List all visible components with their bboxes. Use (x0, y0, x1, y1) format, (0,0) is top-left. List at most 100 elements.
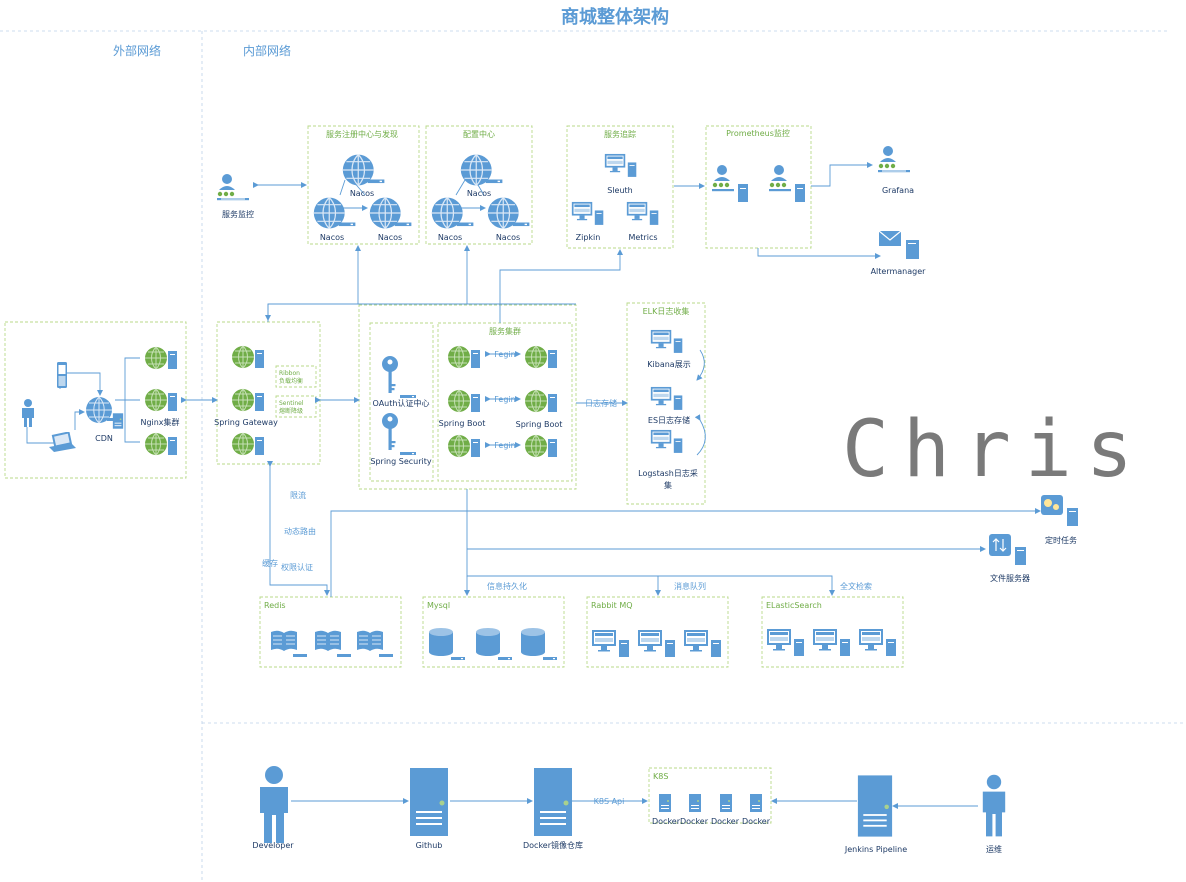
elasticsearch-title: ELasticSearch (766, 601, 822, 610)
cluster-title: 服务集群 (489, 326, 521, 336)
edge-rate-limit: 限流 (290, 490, 306, 500)
laptop-icon (49, 432, 76, 452)
rabbitmq-node-icon-3 (684, 630, 721, 657)
docker-label-2: Docker (680, 817, 709, 826)
ribbon-subtitle: 负载均衡 (279, 377, 303, 385)
es-node-icon-1 (767, 629, 804, 656)
file-server-icon (988, 533, 1027, 566)
watermark-text: Chris (842, 405, 1147, 495)
cdn-server-icon (112, 413, 124, 429)
edge-k8s-api: K8S Api (594, 797, 625, 806)
gateway-node-icon-2 (231, 388, 265, 412)
mysql-node-icon-1 (429, 628, 465, 660)
security-key-icon (382, 413, 416, 455)
redis-title: Redis (264, 601, 286, 610)
metrics-label: Metrics (628, 233, 657, 242)
prometheus-title: Prometheus监控 (726, 128, 790, 138)
logstash-icon (650, 429, 683, 453)
sleuth-label: Sleuth (607, 186, 633, 195)
cluster-node-icon-5 (447, 434, 481, 458)
grafana-icon (878, 146, 910, 173)
config-title: 配置中心 (463, 129, 495, 139)
cluster-node-icon-6 (524, 434, 558, 458)
docker-repo-label: Docker镜像仓库 (523, 840, 583, 850)
docker-label-4: Docker (742, 817, 771, 826)
es-node-icon-3 (859, 629, 896, 656)
developer-label: Developer (252, 841, 294, 850)
redis-group (259, 596, 402, 668)
scheduled-task-label: 定时任务 (1045, 535, 1077, 545)
sentinel-box (275, 395, 317, 418)
config-nacos-icon-2 (431, 196, 474, 230)
es-store-icon (650, 386, 683, 410)
service-monitor-icon (217, 174, 249, 201)
security-label: Spring Security (370, 457, 431, 466)
registry-nacos-icon-3 (369, 196, 412, 230)
cdn-label: CDN (95, 434, 113, 443)
mysql-title: Mysql (427, 601, 450, 610)
kibana-label: Kibana展示 (647, 360, 690, 369)
oauth-key-icon (382, 356, 416, 398)
redis-node-icon-2 (314, 630, 352, 658)
ribbon-title: Ribbon (279, 370, 300, 377)
spring-boot-label-2: Spring Boot (516, 420, 563, 429)
service-monitor-label: 服务监控 (222, 209, 254, 219)
gateway-label: Spring Gateway (214, 418, 278, 427)
redis-node-icon-1 (270, 630, 308, 658)
rabbitmq-node-icon-1 (592, 630, 629, 657)
github-server-icon (410, 768, 448, 836)
registry-title: 服务注册中心与发现 (326, 129, 398, 139)
developer-icon (260, 766, 288, 843)
sleuth-icon (604, 153, 637, 177)
es-store-label: ES日志存储 (648, 415, 690, 425)
external-group (4, 321, 187, 479)
edge-cache: 缓存 (262, 558, 278, 568)
cluster-node-icon-1 (447, 345, 481, 369)
registry-nacos-icon-1 (342, 153, 385, 187)
docker-node-icon-3 (720, 794, 732, 812)
edge-auth: 权限认证 (281, 562, 313, 572)
logstash-label-line2: 集 (664, 480, 672, 490)
tracing-title: 服务追踪 (604, 129, 636, 139)
nginx-node-icon-1 (144, 346, 178, 370)
edge-fulltext: 全文检索 (840, 581, 872, 591)
cluster-group (437, 322, 573, 482)
mysql-group (422, 596, 565, 668)
prometheus-node-icon-2 (769, 165, 805, 202)
k8s-title: K8S (653, 772, 668, 781)
zipkin-label: Zipkin (576, 233, 601, 242)
mobile-icon (57, 362, 67, 388)
config-nacos-icon-3 (487, 196, 530, 230)
edge-mq: 消息队列 (674, 581, 706, 591)
registry-nacos-icon-2 (313, 196, 356, 230)
grafana-label: Grafana (882, 186, 914, 195)
fegin-label-2: Fegin (494, 395, 515, 404)
kibana-icon (650, 329, 683, 353)
docker-label-1: Docker (652, 817, 681, 826)
registry-nacos-label-1: Nacos (350, 189, 374, 198)
docker-repo-server-icon (534, 768, 572, 836)
diagram-title: 商城整体架构 (561, 6, 669, 28)
config-nacos-label-1: Nacos (467, 189, 491, 198)
ribbon-box (275, 365, 317, 388)
config-group (425, 125, 533, 245)
logstash-label-line1: Logstash日志采 (638, 468, 698, 478)
registry-nacos-label-3: Nacos (378, 233, 402, 242)
config-nacos-label-2: Nacos (438, 233, 462, 242)
es-node-icon-2 (813, 629, 850, 656)
prometheus-group (705, 125, 812, 249)
fegin-label-3: Fegin (494, 441, 515, 450)
registry-nacos-label-2: Nacos (320, 233, 344, 242)
file-server-label: 文件服务器 (990, 573, 1030, 583)
edge-persistence: 信息持久化 (487, 581, 527, 591)
jenkins-label: Jenkins Pipeline (844, 845, 907, 854)
github-label: Github (416, 841, 443, 850)
gateway-node-icon-1 (231, 345, 265, 369)
tracing-group (566, 125, 674, 249)
docker-label-3: Docker (711, 817, 740, 826)
nginx-label: Nginx集群 (140, 417, 179, 427)
nginx-node-icon-3 (144, 432, 178, 456)
ops-label: 运维 (986, 844, 1002, 854)
ops-person-icon (982, 774, 1006, 837)
